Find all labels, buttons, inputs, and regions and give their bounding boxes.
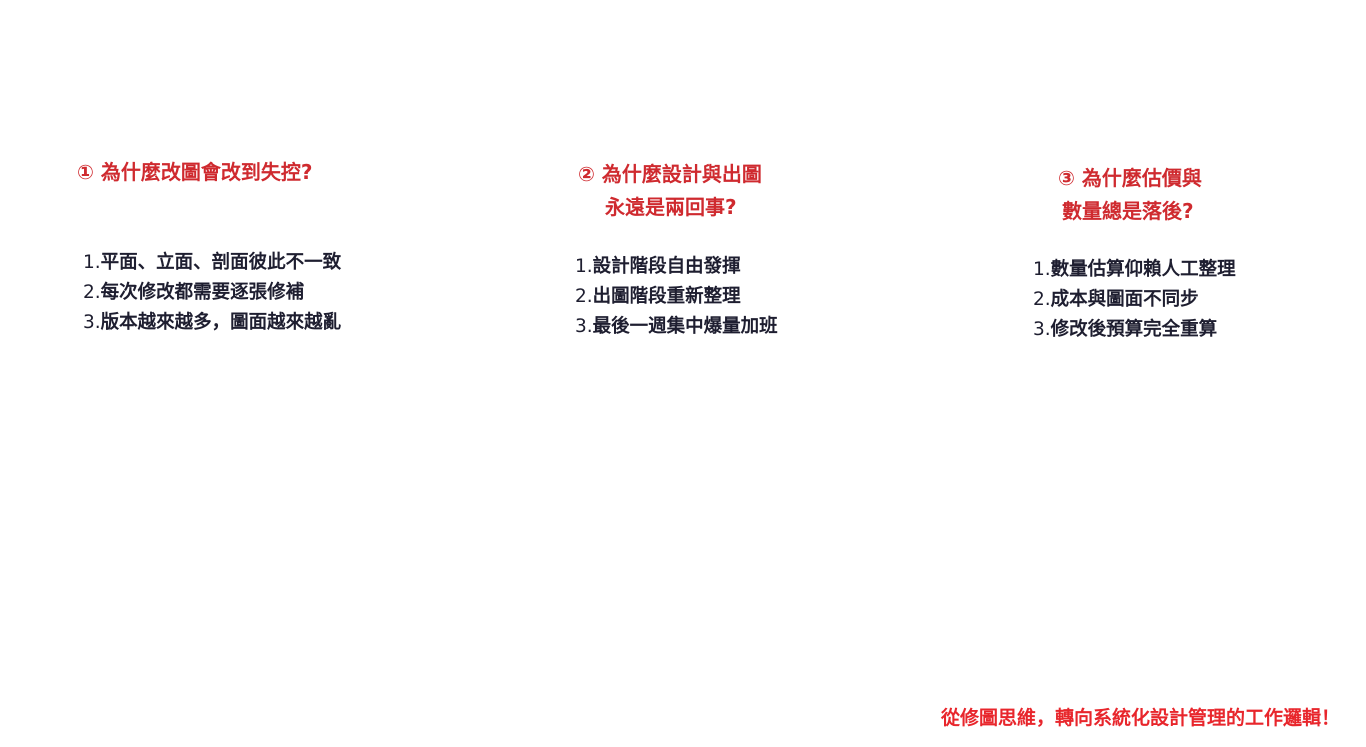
section-1-title: ① 為什麼改圖會改到失控? xyxy=(77,156,313,189)
item-text: 最後一週集中爆量加班 xyxy=(592,316,778,337)
item-number: 3. xyxy=(83,312,101,333)
item-text: 數量估算仰賴人工整理 xyxy=(1050,259,1236,280)
item-number: 1. xyxy=(575,256,593,277)
item-text: 版本越來越多，圖面越來越亂 xyxy=(100,312,342,333)
item-number: 3. xyxy=(575,316,593,337)
item-number: 2. xyxy=(575,286,593,307)
item-number: 2. xyxy=(83,282,101,303)
list-item: 2.成本與圖面不同步 xyxy=(1033,285,1236,315)
item-text: 設計階段自由發揮 xyxy=(592,256,741,277)
list-item: 3.最後一週集中爆量加班 xyxy=(575,312,778,342)
section-3-title: ③ 為什麼估價與 數量總是落後? xyxy=(1058,162,1202,228)
item-number: 1. xyxy=(83,252,101,273)
section-3-title-line: 數量總是落後? xyxy=(1062,199,1194,223)
item-text: 成本與圖面不同步 xyxy=(1050,289,1199,310)
item-text: 修改後預算完全重算 xyxy=(1050,319,1218,340)
list-item: 3.修改後預算完全重算 xyxy=(1033,315,1236,345)
section-2-title: ② 為什麼設計與出圖 永遠是兩回事? xyxy=(578,158,762,224)
item-number: 1. xyxy=(1033,259,1051,280)
section-2-title-line: 永遠是兩回事? xyxy=(605,195,737,219)
item-text: 出圖階段重新整理 xyxy=(592,286,741,307)
list-item: 1.數量估算仰賴人工整理 xyxy=(1033,255,1236,285)
section-2-list: 1.設計階段自由發揮 2.出圖階段重新整理 3.最後一週集中爆量加班 xyxy=(575,252,778,342)
item-text: 每次修改都需要逐張修補 xyxy=(100,282,305,303)
footer-tagline: 從修圖思維，轉向系統化設計管理的工作邏輯！ xyxy=(940,707,1340,729)
item-number: 2. xyxy=(1033,289,1051,310)
section-2-title-line: ② 為什麼設計與出圖 xyxy=(578,162,762,186)
section-3-list: 1.數量估算仰賴人工整理 2.成本與圖面不同步 3.修改後預算完全重算 xyxy=(1033,255,1236,345)
item-text: 平面、立面、剖面彼此不一致 xyxy=(100,252,342,273)
list-item: 1.設計階段自由發揮 xyxy=(575,252,778,282)
list-item: 2.出圖階段重新整理 xyxy=(575,282,778,312)
section-1-title-line: ① 為什麼改圖會改到失控? xyxy=(77,160,313,184)
item-number: 3. xyxy=(1033,319,1051,340)
section-3-title-line: ③ 為什麼估價與 xyxy=(1058,166,1202,190)
list-item: 3.版本越來越多，圖面越來越亂 xyxy=(83,308,341,338)
list-item: 1.平面、立面、剖面彼此不一致 xyxy=(83,248,341,278)
section-1-list: 1.平面、立面、剖面彼此不一致 2.每次修改都需要逐張修補 3.版本越來越多，圖… xyxy=(83,248,341,338)
list-item: 2.每次修改都需要逐張修補 xyxy=(83,278,341,308)
